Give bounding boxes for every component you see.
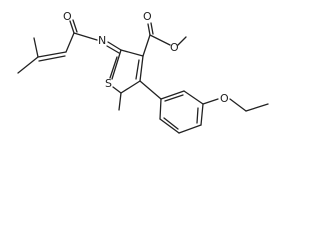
bond-alkene-1 xyxy=(37,51,67,58)
bond-ph-3 xyxy=(200,103,204,126)
ester-ether-oxygen-label: O xyxy=(170,41,179,54)
bond-ethoxy-ch2-ch3 xyxy=(245,103,269,112)
bond-vinyl-carbonyl xyxy=(65,32,75,53)
structure-diagram: O N O O S O xyxy=(17,10,269,134)
bond-c5-c2-double xyxy=(109,56,118,79)
bond-ester-co-2 xyxy=(150,22,154,35)
bond-ph-5 xyxy=(159,118,180,134)
bond-ph-inner-3 xyxy=(163,117,179,130)
ester-carbonyl-oxygen-label: O xyxy=(143,10,152,23)
bond-ph-4 xyxy=(178,124,202,134)
bond-co-amide-2 xyxy=(72,19,78,33)
bond-ph-ethoxy-o xyxy=(202,98,219,105)
bond-s-c2 xyxy=(111,49,122,80)
bond-methyl-top xyxy=(33,37,39,58)
bond-c4-c5 xyxy=(120,80,141,94)
bond-c3-ester xyxy=(142,34,151,57)
bond-methyl-bottom xyxy=(17,56,39,74)
bond-ph-2 xyxy=(183,90,204,105)
ethoxy-oxygen-label: O xyxy=(220,92,229,105)
bond-ph-6 xyxy=(159,98,162,120)
bond-ester-o-methyl xyxy=(177,36,187,46)
bond-c4-phenyl xyxy=(139,80,162,100)
bond-ethoxy-o-ch2 xyxy=(229,98,247,112)
structure-canvas: O N O O S O xyxy=(17,10,269,134)
bond-n-c2-1 xyxy=(107,41,122,51)
bond-c5-s xyxy=(112,86,122,94)
amide-oxygen-label: O xyxy=(63,10,72,23)
bond-ester-o xyxy=(149,34,171,46)
bond-c2-c3 xyxy=(120,49,144,57)
bond-co-amide-1 xyxy=(69,20,75,34)
bond-alkene-2 xyxy=(38,55,66,62)
bond-carbonyl-n xyxy=(73,32,98,41)
amide-nitrogen-label: N xyxy=(98,34,106,47)
bond-c3-c4 xyxy=(139,55,144,82)
bond-ph-inner-2 xyxy=(196,107,199,124)
bond-ester-co-1 xyxy=(147,23,151,36)
bond-c3-c4-inner xyxy=(135,59,140,80)
bond-ph-1 xyxy=(160,90,185,100)
bond-n-c2-2 xyxy=(106,45,120,54)
bond-ph-inner-1 xyxy=(164,94,184,102)
bond-c5-methyl xyxy=(118,92,122,111)
thiophene-sulfur-label: S xyxy=(105,77,112,90)
